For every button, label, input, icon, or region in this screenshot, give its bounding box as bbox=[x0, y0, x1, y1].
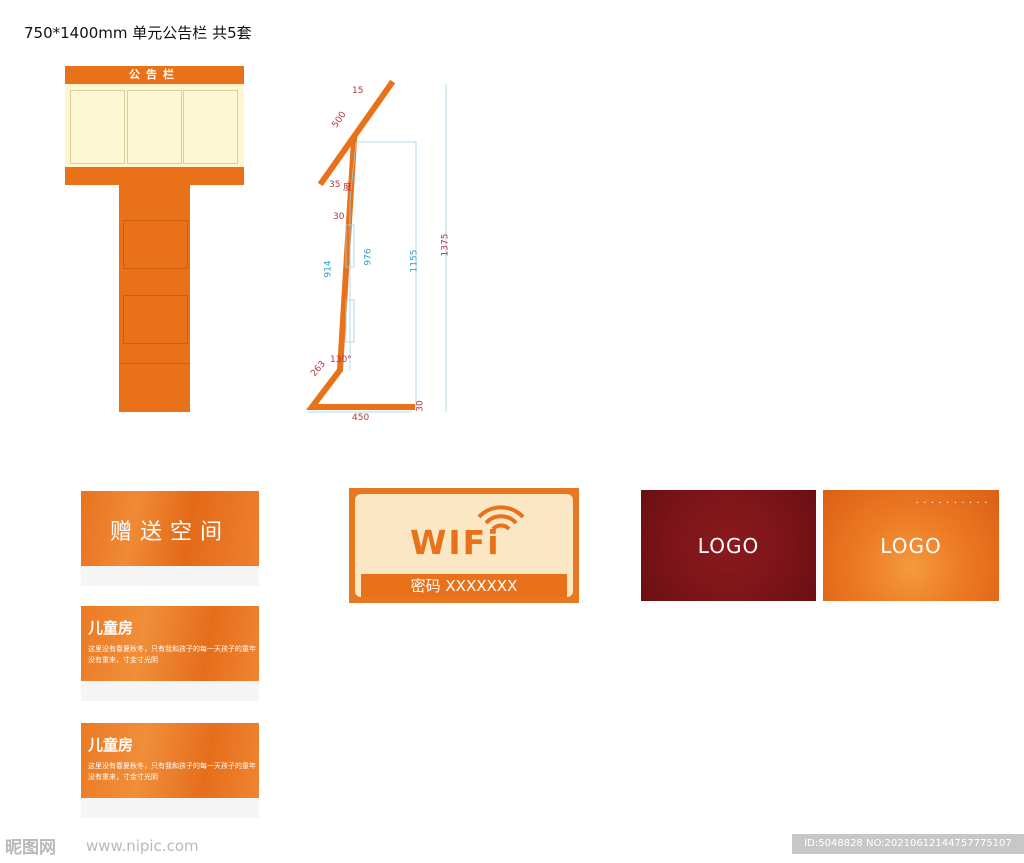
dim-label: 976 bbox=[363, 248, 374, 266]
dim-label: 35 bbox=[329, 180, 341, 190]
board-slot bbox=[127, 90, 182, 164]
page-title: 750*1400mm 单元公告栏 共5套 bbox=[24, 24, 252, 42]
board-slot bbox=[183, 90, 238, 164]
logo-text: LOGO bbox=[697, 534, 760, 558]
post-frame bbox=[123, 295, 188, 344]
gift-space-sign: 赠送空间 bbox=[81, 491, 259, 566]
kids-room-body: 这里没有春夏秋冬，只有我和孩子的每一天孩子的童年没有重来，寸金寸光阴 bbox=[88, 645, 256, 664]
wifi-sign: WIFi 密码 XXXXXXX bbox=[349, 488, 579, 603]
dim-label: 15 bbox=[352, 86, 364, 96]
sign-shadow-strip bbox=[81, 798, 259, 818]
watermark-site: www.nipic.com bbox=[86, 837, 199, 855]
wifi-icon bbox=[477, 505, 525, 531]
post-divider bbox=[119, 363, 190, 364]
side-elevation-diagram bbox=[305, 79, 447, 413]
wifi-password: 密码 XXXXXXX bbox=[410, 577, 518, 595]
logo-card-red: LOGO bbox=[641, 490, 816, 601]
dim-label: 30 bbox=[415, 400, 426, 412]
dim-label: 914 bbox=[323, 260, 334, 278]
dim-label: 130° bbox=[330, 355, 352, 365]
sign-shadow-strip bbox=[81, 681, 259, 701]
wifi-word: WIFi bbox=[410, 523, 501, 562]
dim-label: 1375 bbox=[440, 233, 451, 257]
wifi-password-bar: 密码 XXXXXXX bbox=[361, 574, 567, 597]
sign-shadow-strip bbox=[81, 566, 259, 586]
board-panel bbox=[65, 84, 244, 167]
logo-text: LOGO bbox=[880, 534, 942, 558]
board-slot bbox=[70, 90, 125, 164]
kids-room-title: 儿童房 bbox=[88, 736, 134, 754]
kids-room-sign: 儿童房 这里没有春夏秋冬，只有我和孩子的每一天孩子的童年没有重来，寸金寸光阴 bbox=[81, 723, 259, 798]
kids-room-body: 这里没有春夏秋冬，只有我和孩子的每一天孩子的童年没有重来，寸金寸光阴 bbox=[88, 762, 256, 781]
watermark-brand: 昵图网 bbox=[5, 838, 56, 858]
board-header: 公告栏 bbox=[65, 66, 244, 84]
board-post bbox=[119, 185, 190, 412]
kids-room-sign: 儿童房 这里没有春夏秋冬，只有我和孩子的每一天孩子的童年没有重来，寸金寸光阴 bbox=[81, 606, 259, 681]
kids-room-title: 儿童房 bbox=[88, 619, 134, 637]
watermark-id: ID:5048828 NO:20210612144757775107 bbox=[792, 834, 1024, 854]
post-frame bbox=[123, 220, 188, 269]
decorative-dots: • • • • • • • • • • bbox=[915, 500, 989, 505]
board-face-line bbox=[317, 79, 396, 187]
stand-profile bbox=[305, 136, 415, 410]
gift-space-text: 赠送空间 bbox=[109, 520, 230, 545]
logo-card-orange: • • • • • • • • • • LOGO bbox=[823, 490, 999, 601]
dim-label: 度 bbox=[343, 183, 353, 193]
board-bottom-bar bbox=[65, 167, 244, 185]
dim-label: 450 bbox=[352, 413, 370, 423]
dim-label: 30 bbox=[333, 212, 345, 222]
dim-label: 1155 bbox=[409, 249, 420, 273]
wifi-inner-panel: WIFi 密码 XXXXXXX bbox=[355, 494, 573, 597]
